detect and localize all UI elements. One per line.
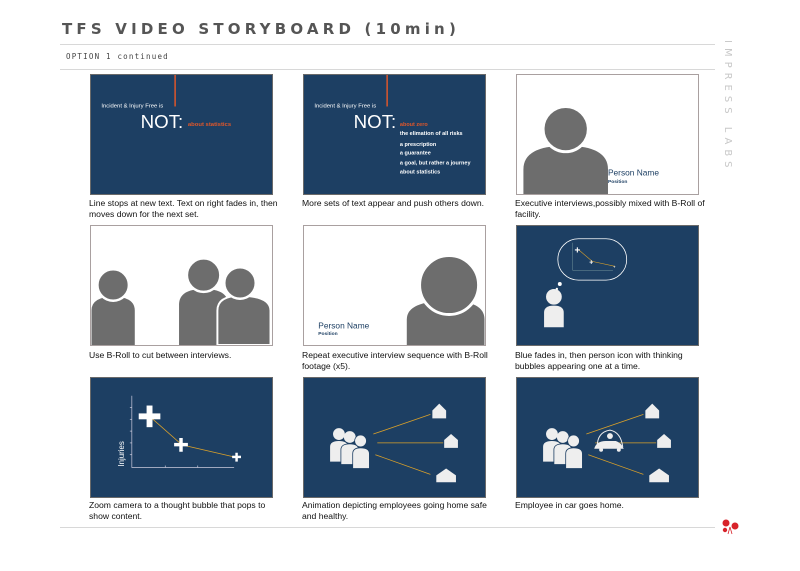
- caption: Executive interviews,possibly mixed with…: [515, 198, 705, 219]
- intro-text: Incident & Injury Free is: [314, 103, 376, 109]
- frame-1: Incident & Injury Free is NOT: about sta…: [90, 74, 273, 195]
- house-icon: [645, 403, 671, 483]
- frame-7: Injuries: [90, 377, 273, 498]
- frame-3: Person Name Position: [516, 74, 699, 195]
- frame-9: [516, 377, 699, 498]
- impress-labs-logo-icon: [722, 519, 739, 535]
- chart-axes: [129, 395, 235, 468]
- thought-dot: [557, 282, 562, 286]
- caption: Zoom camera to a thought bubble that pop…: [89, 500, 266, 521]
- page-subtitle: OPTION 1 continued: [66, 52, 169, 61]
- caption: Employee in car goes home.: [515, 500, 624, 510]
- thought-bubble-icon: [557, 238, 628, 281]
- person-position: Position: [608, 179, 627, 185]
- highlight-text: about zero: [400, 122, 428, 128]
- employees-group-icon: [543, 428, 583, 469]
- axis-label: Injuries: [117, 441, 126, 466]
- brand-label: IMPRESS LABS: [722, 40, 733, 173]
- intro-text: Incident & Injury Free is: [101, 103, 163, 109]
- caption: Blue fades in, then person icon with thi…: [515, 350, 683, 371]
- person-silhouette-icon: [406, 254, 485, 345]
- frame-8: [303, 377, 486, 498]
- plus-marker-icon: [138, 405, 241, 462]
- caption: Line stops at new text. Text on right fa…: [89, 198, 278, 219]
- divider: [60, 44, 715, 45]
- person-silhouette-icon: [523, 104, 608, 194]
- person-icon: [544, 288, 564, 328]
- highlight-text: about statistics: [188, 122, 232, 128]
- trend-line: [149, 416, 238, 459]
- list-item: a goal, but rather a journey: [400, 160, 472, 166]
- not-text: NOT:: [354, 111, 397, 132]
- people-silhouettes-icon: [91, 257, 272, 345]
- caption: More sets of text appear and push others…: [302, 198, 485, 208]
- divider: [60, 69, 715, 70]
- list-item: a guarantee: [400, 151, 431, 157]
- page-title: TFS VIDEO STORYBOARD (10min): [62, 20, 460, 38]
- caption: Use B-Roll to cut between interviews.: [89, 350, 232, 360]
- frame-4: [90, 225, 273, 346]
- svg-text:+: +: [613, 265, 616, 270]
- car-icon: [594, 429, 624, 452]
- list-item: about statistics: [400, 169, 440, 175]
- person-name: Person Name: [608, 167, 659, 177]
- frame-6: + + +: [516, 225, 699, 346]
- svg-text:+: +: [575, 246, 581, 257]
- list-item: the elimation of all risks: [400, 131, 463, 137]
- list-item: a prescription: [400, 142, 437, 148]
- not-text: NOT:: [141, 111, 184, 132]
- frame-5: Person Name Position: [303, 225, 486, 346]
- caption: Animation depicting employees going home…: [302, 500, 487, 521]
- svg-text:+: +: [589, 259, 593, 266]
- caption: Repeat executive interview sequence with…: [302, 350, 488, 371]
- person-position: Position: [318, 331, 337, 337]
- frame-2: Incident & Injury Free is NOT: about zer…: [303, 74, 486, 195]
- employees-group-icon: [330, 428, 370, 469]
- person-name: Person Name: [318, 320, 369, 330]
- divider: [60, 527, 715, 528]
